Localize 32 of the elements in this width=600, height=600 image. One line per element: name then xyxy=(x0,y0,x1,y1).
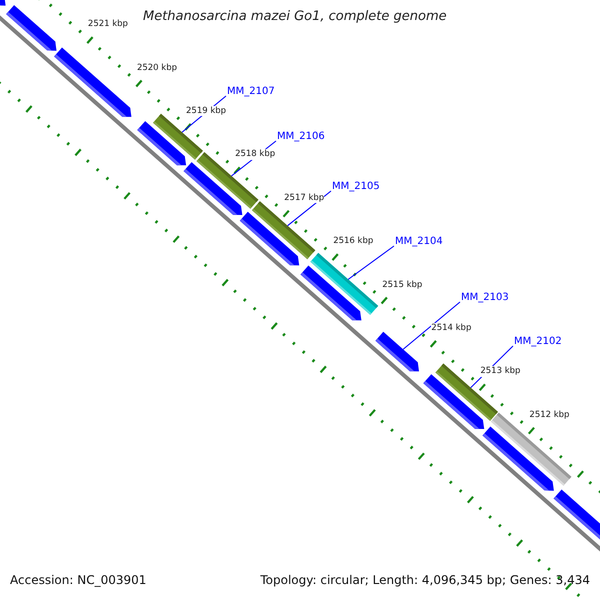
gene-label: MM_2103 xyxy=(461,292,509,304)
scale-label: 2518 kbp xyxy=(235,149,276,160)
scale-label: 2516 kbp xyxy=(333,236,374,246)
leader-line xyxy=(287,190,332,226)
gene-block xyxy=(300,266,362,320)
scale-label: 2519 kbp xyxy=(186,106,226,116)
scale-label: 2513 kbp xyxy=(480,366,520,377)
gene-label: MM_2107 xyxy=(227,86,275,98)
gene-label: MM_2102 xyxy=(514,336,562,348)
scale-label: 2512 kbp xyxy=(529,410,570,420)
leader-line xyxy=(402,302,460,350)
gene-block xyxy=(184,162,242,215)
gene-block xyxy=(423,374,484,429)
gene-block xyxy=(6,5,56,51)
gene-label: MM_2104 xyxy=(395,236,443,248)
scale-label: 2517 kbp xyxy=(284,192,324,203)
accession-text: Accession: NC_003901 xyxy=(10,573,146,588)
gene-label: MM_2106 xyxy=(277,131,325,143)
gene-block xyxy=(375,332,419,372)
gene-block xyxy=(482,426,554,491)
genome-info-text: Topology: circular; Length: 4,096,345 bp; Genes: 3,434 xyxy=(260,573,590,588)
gene-block xyxy=(137,121,186,166)
map-title: Methanosarcina mazei Go1, complete genome xyxy=(143,9,447,24)
gene-block xyxy=(240,212,300,266)
scale-label: 2514 kbp xyxy=(431,322,472,334)
leader-line xyxy=(348,246,394,280)
scale-label: 2515 kbp xyxy=(382,280,422,290)
gene-block xyxy=(0,0,6,6)
gene-label: MM_2105 xyxy=(332,181,380,193)
gene-block xyxy=(54,48,132,117)
scale-label: 2521 kbp xyxy=(88,19,128,30)
gene-block xyxy=(554,490,600,540)
